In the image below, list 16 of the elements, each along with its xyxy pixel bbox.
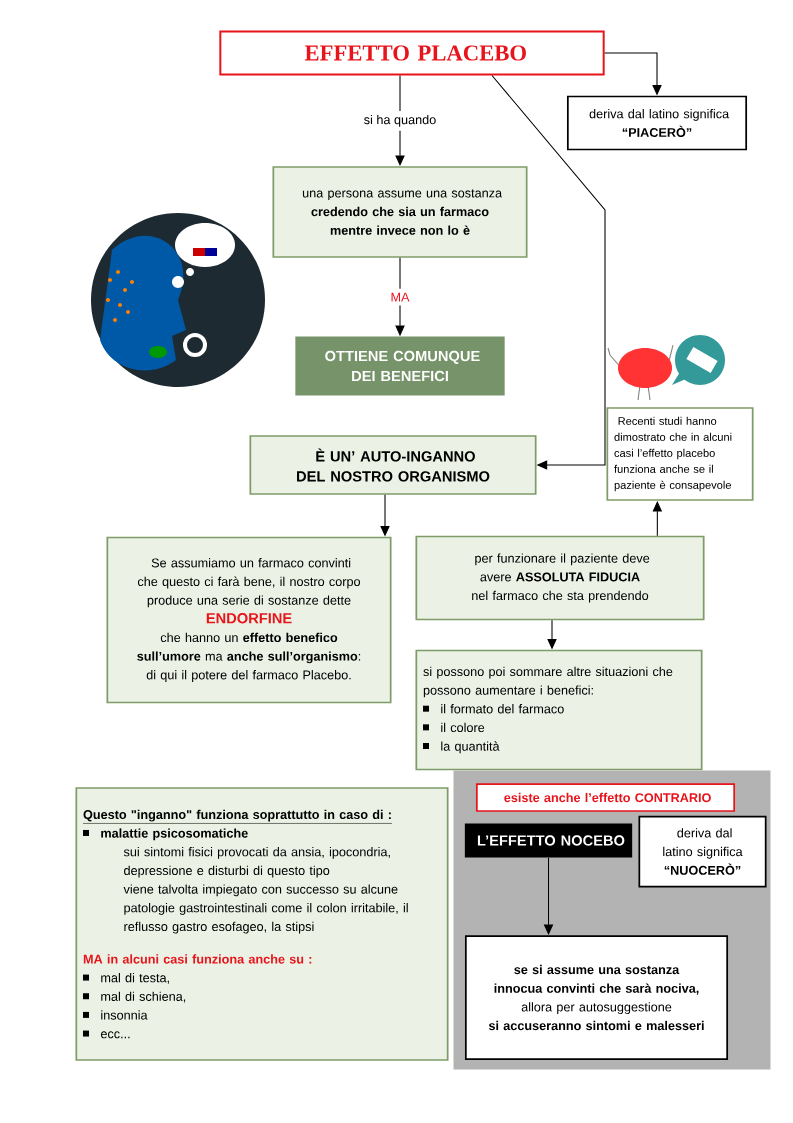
list-box: si possono poi sommare altre situazioni che possono aumentare i benefici: il formato del farmaco il colore la quantità <box>415 649 703 771</box>
heading-box: esiste anche l’effetto CONTRARIO <box>475 783 736 812</box>
note-box: Recenti studi hanno dimostrato che in alcuni casi l’effetto placebo funziona anche se il paziente è consapevole <box>606 407 754 501</box>
label-box: L’EFFETTO NOCEBO <box>464 823 633 858</box>
note-box: deriva dal latino significa “PIACERÒ” <box>566 95 748 151</box>
heading-box: È UN’ AUTO-INGANNO DEL NOSTRO ORGANISMO <box>249 435 537 495</box>
edge-label: MA <box>386 288 414 306</box>
edge-label: si ha quando <box>359 110 441 131</box>
title-box: EFFETTO PLACEBO <box>219 30 605 76</box>
text-box: per funzionare il paziente deve avere ASSOLUTA FIDUCIA nel farmaco che sta prendendo <box>415 535 705 621</box>
text-box: Se assumiamo un farmaco convinti che questo ci farà bene, il nostro corpo produce una serie di sostanze dette ENDORFINE che hanno un effetto benefico sull’umore ma anche sull’organismo: di qui il potere del farmaco Placebo. <box>106 536 392 704</box>
text-box: se si assume una sostanza innocua convinti che sarà nociva, allora per autosuggestione si accuseranno sintomi e malesseri <box>464 935 729 1060</box>
list-box: Questo "inganno" funziona soprattutto in caso di : malattie psicosomatiche sui sintomi fisici provocati da ansia, ipocondria, depressione e disturbi di questo tipo viene talvolta impiegato con successo su alcune patologie gastrointestinali come il colon irritabile, il reflusso gastro esofageo, la stipsi MA in alcuni casi funziona anche su : mal di testa, mal di schiena, insonnia ecc... <box>75 787 449 1061</box>
note-box: deriva dal latino significa “NUOCERÒ” <box>638 815 767 888</box>
text-box: una persona assume una sostanza credendo che sia un farmaco mentre invece non lo è <box>272 166 528 258</box>
highlight-box: OTTIENE COMUNQUE DEI BENEFICI <box>295 336 505 396</box>
